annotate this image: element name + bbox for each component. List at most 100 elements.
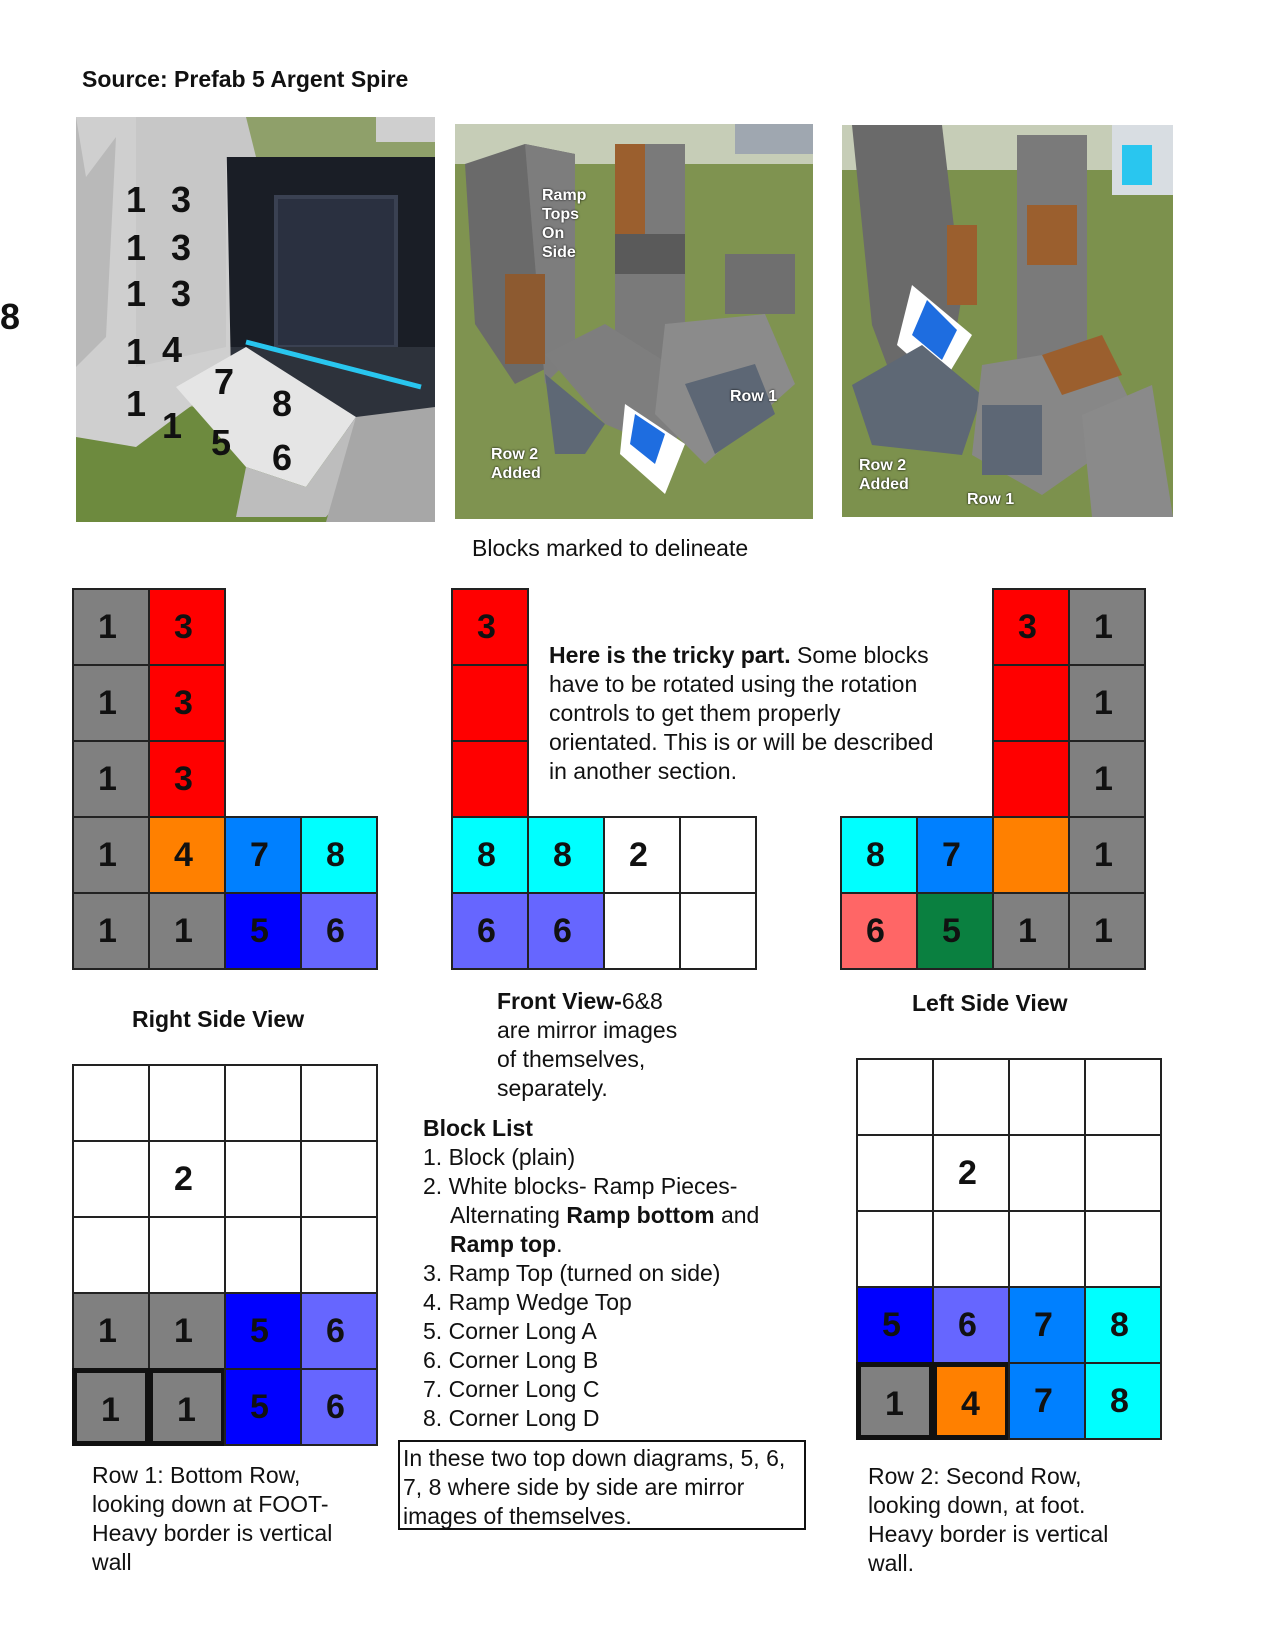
block-list-item: 8. Corner Long D	[423, 1405, 600, 1431]
block-number: 8	[1110, 1382, 1129, 1420]
tricky-note: Here is the tricky part. Some blocks hav…	[549, 641, 949, 786]
grid-cell	[72, 1140, 150, 1218]
block-number: 3	[1018, 608, 1037, 646]
block-number: 3	[174, 608, 193, 646]
grid-cell	[148, 1064, 226, 1142]
block-list-item: 5. Corner Long A	[423, 1318, 597, 1344]
grid-cell: 1	[1068, 664, 1146, 742]
grid-cell	[1084, 1058, 1162, 1136]
grid-cell: 5	[856, 1286, 934, 1364]
grid-cell: 3	[992, 588, 1070, 666]
block-number: 5	[942, 912, 961, 950]
grid-cell: 1	[72, 892, 150, 970]
grid-cell: 1	[1068, 892, 1146, 970]
grid-cell: 3	[148, 664, 226, 742]
grid-cell: 3	[148, 740, 226, 818]
block-number: 1	[1094, 760, 1113, 798]
grid-cell	[72, 1216, 150, 1294]
block-number: 1	[98, 684, 117, 722]
grid-cell	[992, 816, 1070, 894]
block-number: 1	[98, 608, 117, 646]
block-number: 6	[477, 912, 496, 950]
grid-cell	[603, 892, 681, 970]
grid-cell	[1084, 1210, 1162, 1288]
grid-cell: 1	[72, 1368, 150, 1446]
grid-cell	[300, 1216, 378, 1294]
grid-cell: 8	[1084, 1362, 1162, 1440]
photo-prefab-closeup: 1 3 1 3 1 3 1 4 7 8 1 1 5 6	[76, 117, 435, 522]
grid-cell	[679, 816, 757, 894]
photo1-num: 1	[126, 179, 147, 220]
photo1-num: 1	[126, 227, 147, 268]
grid-cell: 5	[224, 1368, 302, 1446]
grid-cell: 1	[72, 664, 150, 742]
grid-cell	[224, 1064, 302, 1142]
grid-cell: 6	[300, 1368, 378, 1446]
grid-cell: 1	[72, 816, 150, 894]
photo1-num: 3	[171, 227, 192, 268]
block-number: 1	[98, 836, 117, 874]
row1-caption: Row 1: Bottom Row, looking down at FOOT-…	[92, 1462, 333, 1575]
grid-cell: 1	[148, 1368, 226, 1446]
block-number: 5	[250, 1388, 269, 1426]
photo1-num: 1	[126, 331, 147, 372]
grid-cell: 1	[992, 892, 1070, 970]
grid-cell	[300, 1064, 378, 1142]
grid-cell: 1	[1068, 816, 1146, 894]
grid-cell	[992, 740, 1070, 818]
block-number: 6	[866, 912, 885, 950]
right-side-view-label: Right Side View	[132, 1006, 305, 1032]
block-number: 8	[866, 836, 885, 874]
block-list-item: 2. White blocks- Ramp Pieces-	[423, 1173, 738, 1199]
block-number: 8	[553, 836, 572, 874]
tricky-note-bold: Here is the tricky part.	[549, 642, 791, 668]
block-number: 7	[1034, 1382, 1053, 1420]
block-number: 6	[958, 1306, 977, 1344]
block-number: 1	[1094, 608, 1113, 646]
grid-cell: 7	[1008, 1286, 1086, 1364]
grid-cell: 7	[1008, 1362, 1086, 1440]
grid-cell	[224, 1140, 302, 1218]
grid-cell: 7	[224, 816, 302, 894]
grid-cell: 5	[224, 1292, 302, 1370]
block-number: 6	[553, 912, 572, 950]
grid-cell	[679, 892, 757, 970]
grid-cell: 4	[148, 816, 226, 894]
grid-cell	[1008, 1134, 1086, 1212]
block-number: 1	[98, 912, 117, 950]
grid-cell	[856, 1058, 934, 1136]
photo1-num: 3	[171, 179, 192, 220]
block-list-item: 1. Block (plain)	[423, 1144, 576, 1170]
page-title: Source: Prefab 5 Argent Spire	[82, 66, 409, 92]
photo1-num: 8	[272, 383, 293, 424]
mirror-note-box: In these two top down diagrams, 5, 6, 7,…	[398, 1440, 806, 1530]
photo1-num: 1	[126, 383, 147, 424]
left-side-view-label: Left Side View	[912, 990, 1068, 1016]
block-number: 5	[250, 1312, 269, 1350]
block-number: 1	[1094, 836, 1113, 874]
block-number: 7	[250, 836, 269, 874]
grid-cell: 1	[148, 892, 226, 970]
photo2-row1-label: Row 1	[730, 388, 778, 405]
block-list-item: 7. Corner Long C	[423, 1376, 600, 1402]
grid-cell	[451, 740, 529, 818]
block-number: 2	[629, 836, 648, 874]
block-number: 8	[1110, 1306, 1129, 1344]
row2-caption: Row 2: Second Row, looking down, at foot…	[868, 1463, 1109, 1576]
grid-cell	[1008, 1058, 1086, 1136]
block-number: 4	[174, 836, 193, 874]
block-number: 1	[177, 1391, 196, 1429]
block-number: 1	[174, 912, 193, 950]
grid-cell: 1	[1068, 588, 1146, 666]
grid-cell: 2	[603, 816, 681, 894]
grid-cell	[932, 1058, 1010, 1136]
grid-cell: 1	[856, 1362, 934, 1440]
grid-cell	[148, 1216, 226, 1294]
photo1-num: 4	[162, 329, 183, 370]
block-number: 6	[326, 1312, 345, 1350]
block-number: 7	[1034, 1306, 1053, 1344]
